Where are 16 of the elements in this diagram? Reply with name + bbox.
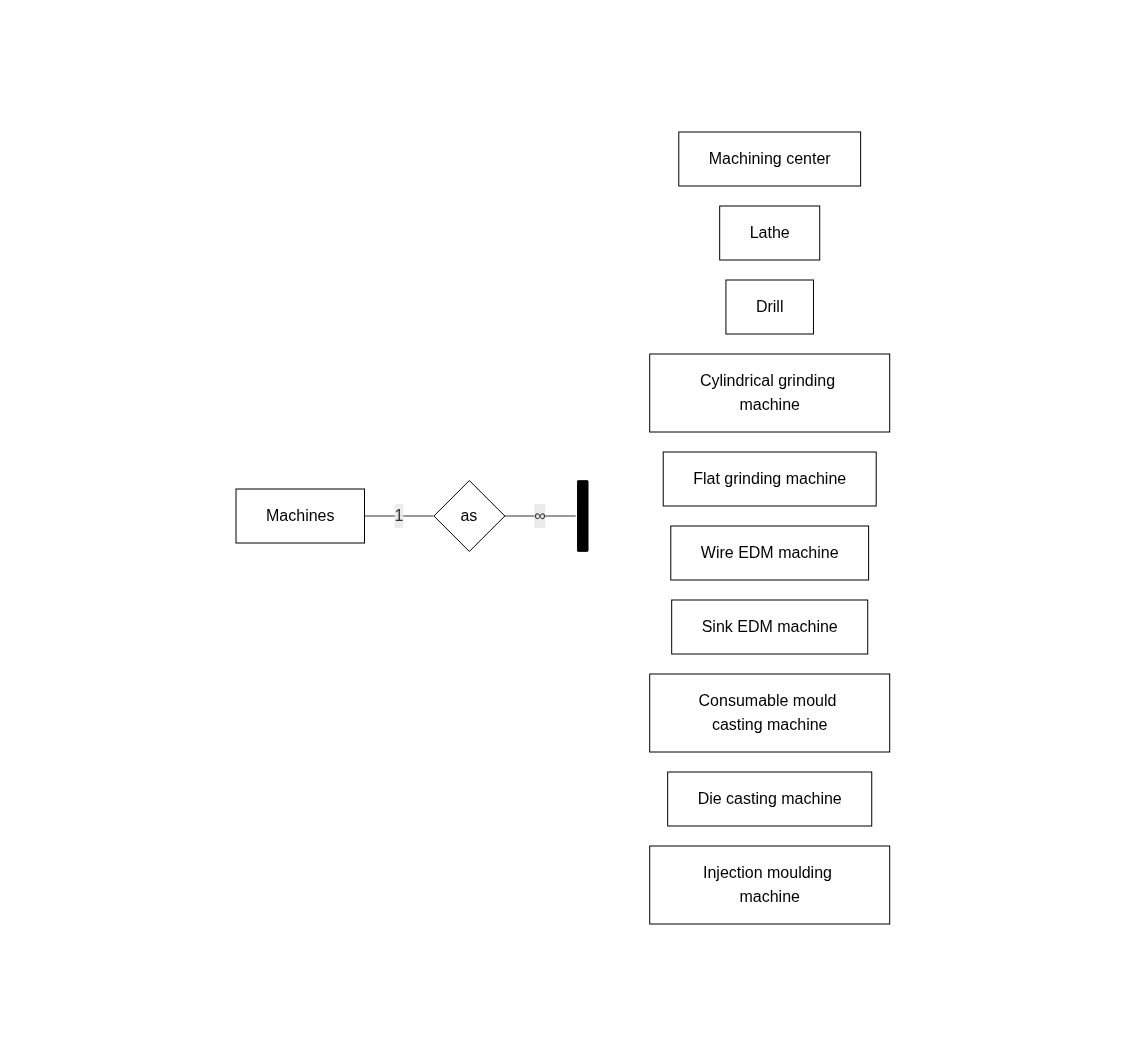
node-box: Machines <box>235 488 365 544</box>
node-box: Flat grinding machine <box>662 451 877 507</box>
node-box: Wire EDM machine <box>669 525 869 581</box>
node-box: Lathe <box>718 205 820 261</box>
node-box: Injection moulding machine <box>648 845 890 925</box>
node-box: Drill <box>725 279 814 335</box>
edge-label: ∞ <box>533 507 546 524</box>
node-box: Consumable mould casting machine <box>648 673 890 753</box>
node-box: Sink EDM machine <box>670 599 868 655</box>
connector <box>503 515 576 517</box>
node-box: Cylindrical grinding machine <box>648 353 890 433</box>
node-box: Die casting machine <box>666 771 872 827</box>
connector <box>363 515 434 517</box>
edge-label: 1 <box>394 507 404 524</box>
node-box: Machining center <box>677 131 861 187</box>
node-diamond: as <box>433 480 505 552</box>
